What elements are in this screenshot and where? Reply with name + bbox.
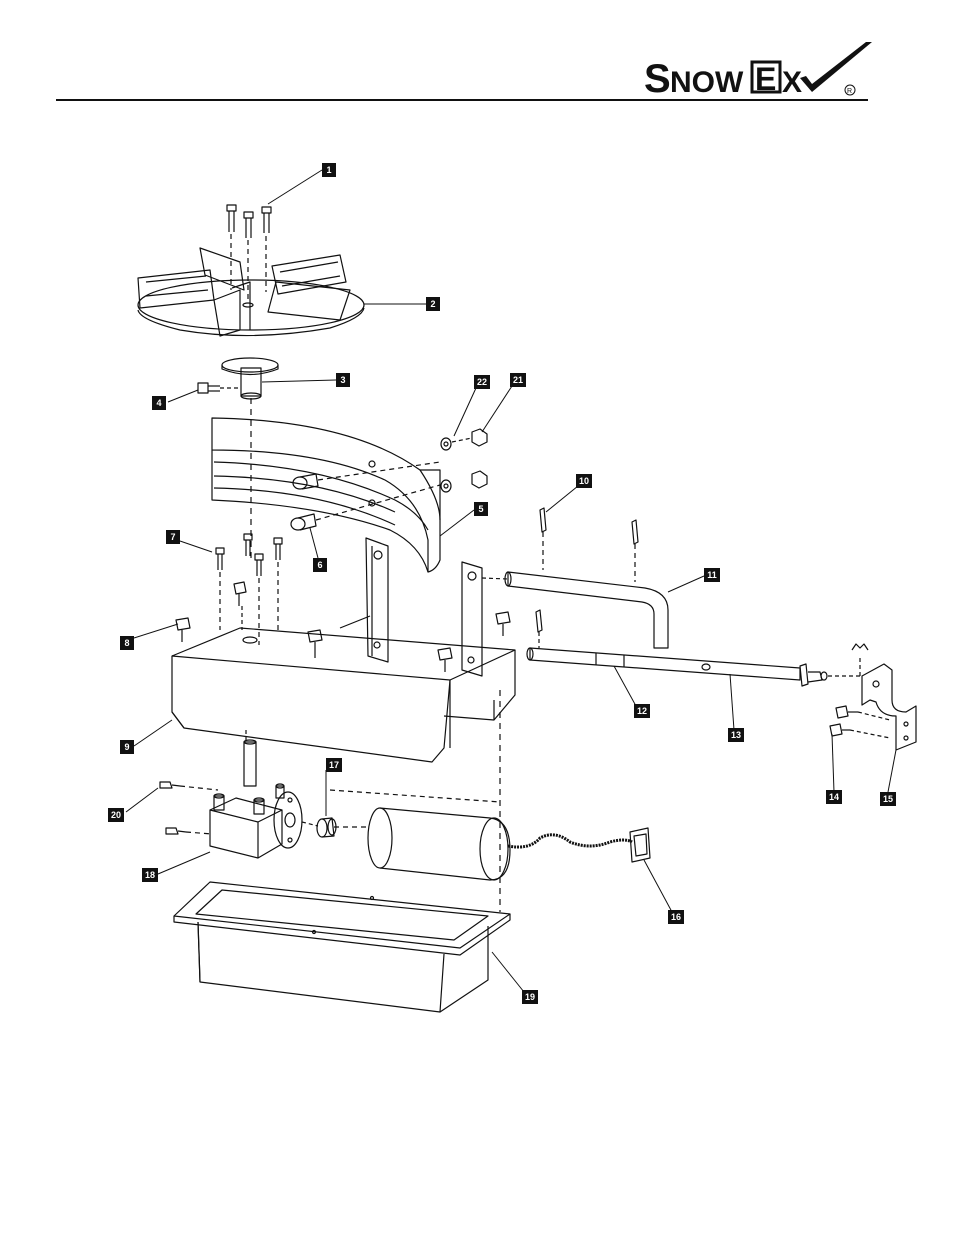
svg-text:11: 11 xyxy=(707,570,717,580)
callout-8: 8 xyxy=(120,636,134,650)
svg-text:19: 19 xyxy=(525,992,535,1002)
pins-and-crank xyxy=(482,508,668,648)
callout-3: 3 xyxy=(336,373,350,387)
motor-assembly xyxy=(368,690,650,912)
callout-13: 13 xyxy=(728,728,744,742)
control-rod xyxy=(527,610,868,686)
svg-text:22: 22 xyxy=(477,377,487,387)
svg-text:20: 20 xyxy=(111,810,121,820)
callout-22: 22 xyxy=(474,375,490,389)
callout-2: 2 xyxy=(426,297,440,311)
callout-4: 4 xyxy=(152,396,166,410)
callout-7: 7 xyxy=(166,530,180,544)
callout-18: 18 xyxy=(142,868,158,882)
svg-text:2: 2 xyxy=(430,299,435,309)
gearbox-assembly xyxy=(160,730,500,858)
svg-text:12: 12 xyxy=(637,706,647,716)
svg-text:1: 1 xyxy=(326,165,331,175)
callout-17: 17 xyxy=(326,758,342,772)
base-tray xyxy=(174,882,510,1012)
svg-text:14: 14 xyxy=(829,792,839,802)
callout-21: 21 xyxy=(510,373,526,387)
svg-text:8: 8 xyxy=(124,638,129,648)
callout-labels: 1 2 3 4 5 6 7 xyxy=(108,163,896,1004)
svg-text:21: 21 xyxy=(513,375,523,385)
svg-text:10: 10 xyxy=(579,476,589,486)
callout-9: 9 xyxy=(120,740,134,754)
callout-10: 10 xyxy=(576,474,592,488)
callout-12: 12 xyxy=(634,704,650,718)
callout-20: 20 xyxy=(108,808,124,822)
washers-nuts xyxy=(441,429,487,492)
svg-text:13: 13 xyxy=(731,730,741,740)
set-screw xyxy=(198,383,240,393)
callout-6: 6 xyxy=(313,558,327,572)
callout-14: 14 xyxy=(826,790,842,804)
callout-11: 11 xyxy=(704,568,720,582)
svg-text:18: 18 xyxy=(145,870,155,880)
spinner-housing xyxy=(172,538,515,762)
callout-15: 15 xyxy=(880,792,896,806)
svg-text:3: 3 xyxy=(340,375,345,385)
spinner-disc xyxy=(138,248,364,336)
housing-bolts xyxy=(176,534,510,672)
callout-5: 5 xyxy=(474,502,488,516)
svg-text:17: 17 xyxy=(329,760,339,770)
svg-text:7: 7 xyxy=(170,532,175,542)
svg-text:15: 15 xyxy=(883,794,893,804)
bracket-assembly xyxy=(830,664,916,750)
callout-1: 1 xyxy=(322,163,336,177)
svg-text:16: 16 xyxy=(671,912,681,922)
svg-text:4: 4 xyxy=(156,398,161,408)
callout-19: 19 xyxy=(522,990,538,1004)
svg-text:9: 9 xyxy=(124,742,129,752)
svg-text:6: 6 xyxy=(317,560,322,570)
callout-16: 16 xyxy=(668,910,684,924)
svg-text:5: 5 xyxy=(478,504,483,514)
